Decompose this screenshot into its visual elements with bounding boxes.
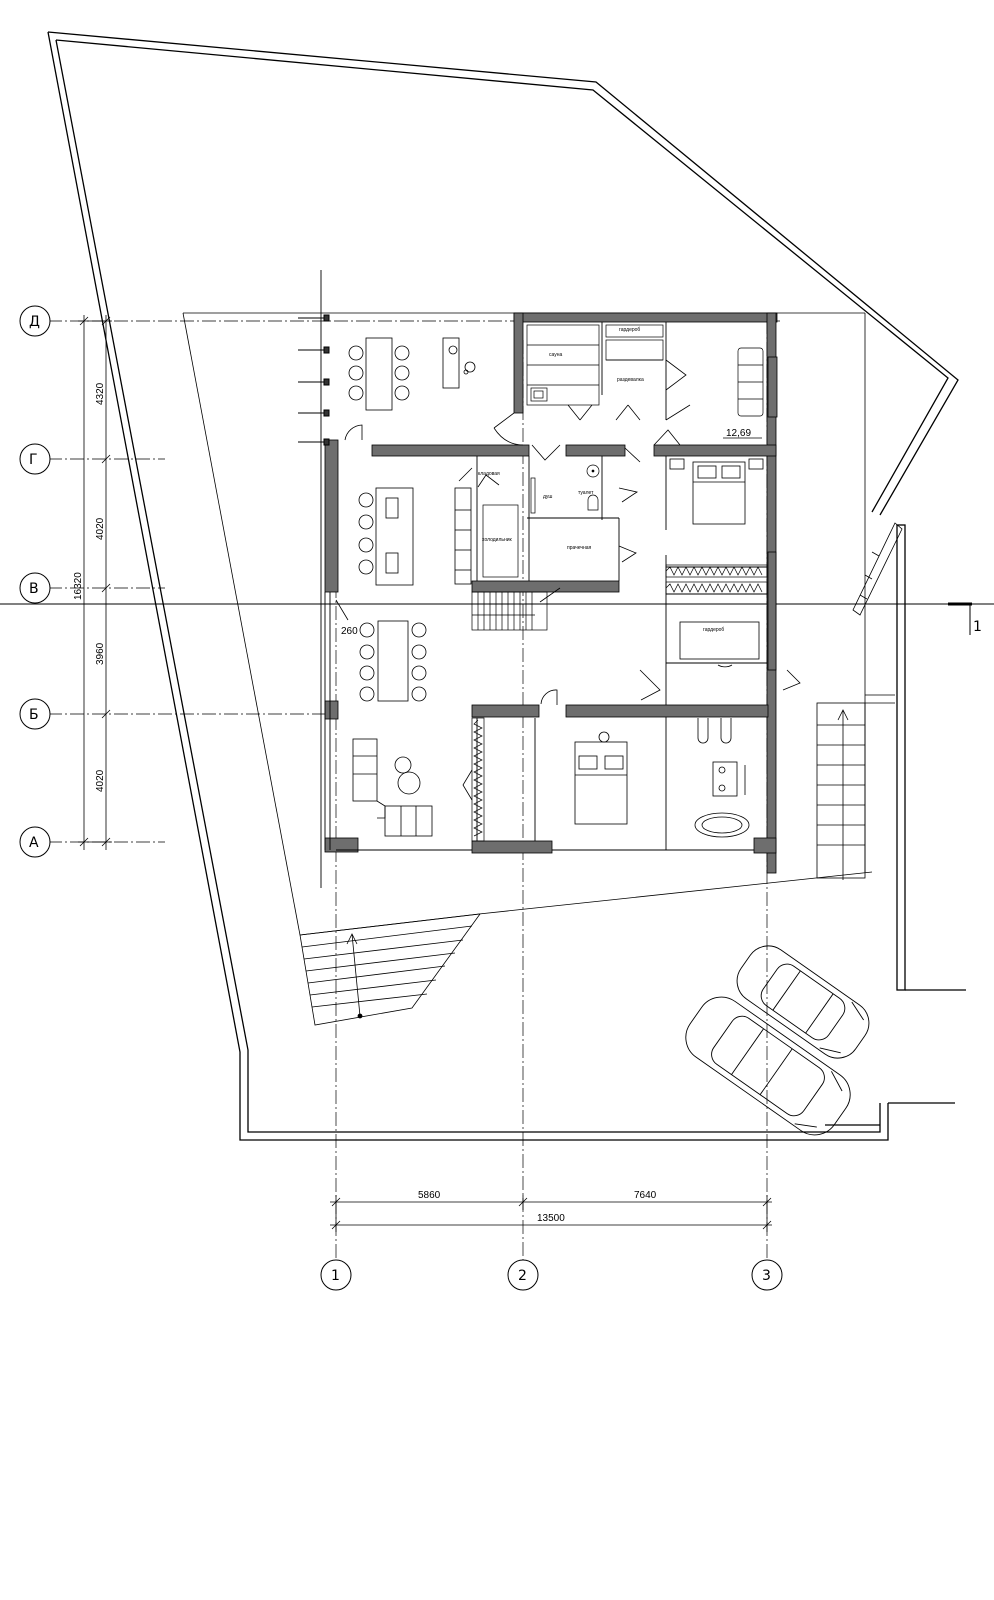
room-fridge: холодильник bbox=[482, 537, 513, 543]
interior-lines bbox=[324, 322, 767, 851]
row-axis-bubbles bbox=[19, 305, 51, 858]
railing bbox=[852, 522, 903, 616]
axis-col-1: 1 bbox=[331, 1268, 340, 1284]
room-area: 12,69 bbox=[726, 428, 751, 439]
axis-row-a: А bbox=[29, 835, 39, 851]
axis-row-g: Г bbox=[29, 452, 38, 468]
side-stairs bbox=[816, 694, 895, 880]
sauna-fixtures bbox=[526, 324, 764, 439]
dim-v-ba: 4020 bbox=[95, 769, 106, 792]
room-toilet: туалет bbox=[578, 490, 594, 496]
vertical-dimensions bbox=[78, 315, 112, 850]
horizontal-dimensions bbox=[330, 599, 772, 1232]
dim-v-total: 16320 bbox=[73, 572, 84, 600]
dim-v-vb: 3960 bbox=[95, 642, 106, 665]
dim-h-23: 7640 bbox=[634, 1190, 657, 1201]
axis-row-v: В bbox=[29, 581, 39, 597]
dim-v-dg: 4320 bbox=[95, 382, 106, 405]
kitchen bbox=[358, 487, 472, 586]
room-pantry: кладовая bbox=[478, 471, 500, 477]
car-upper bbox=[736, 945, 870, 1059]
entry-stairs bbox=[299, 913, 481, 1026]
col-axis-bubbles bbox=[320, 1259, 783, 1291]
dim-wall: 260 bbox=[341, 626, 358, 637]
wardrobes bbox=[471, 564, 768, 842]
section-mark: 1 bbox=[973, 619, 982, 635]
room-sauna: сауна bbox=[549, 352, 562, 358]
room-changing: раздевалка bbox=[617, 377, 644, 383]
room-laundry: прачечная bbox=[567, 545, 592, 551]
dim-v-gv: 4020 bbox=[95, 517, 106, 540]
utility-fixtures bbox=[482, 464, 600, 578]
outdoor-dining bbox=[348, 337, 476, 411]
axis-row-b: Б bbox=[29, 707, 39, 723]
bathroom bbox=[694, 718, 750, 838]
axis-col-3: 3 bbox=[762, 1268, 771, 1284]
room-wardrobe-top: гардероб bbox=[619, 327, 640, 333]
bedroom-upper bbox=[669, 458, 764, 660]
doors bbox=[344, 359, 801, 801]
bedroom-lower bbox=[574, 731, 628, 825]
axis-row-d: Д bbox=[29, 314, 40, 330]
section-line bbox=[0, 270, 994, 888]
dim-h-total: 13500 bbox=[537, 1213, 565, 1224]
car-lower bbox=[685, 996, 851, 1136]
dining-room bbox=[359, 620, 427, 702]
axis-col-2: 2 bbox=[518, 1268, 527, 1284]
building-walls bbox=[324, 312, 778, 874]
living-room bbox=[352, 738, 433, 837]
dim-h-12: 5860 bbox=[418, 1190, 441, 1201]
left-windows bbox=[298, 314, 330, 446]
interior-stairs bbox=[471, 591, 548, 631]
room-wardrobe-mid: гардероб bbox=[703, 627, 724, 633]
room-shower: душ bbox=[543, 494, 552, 500]
